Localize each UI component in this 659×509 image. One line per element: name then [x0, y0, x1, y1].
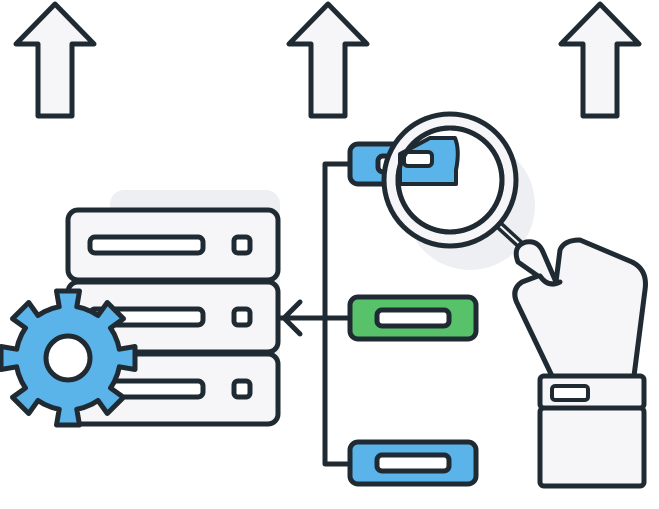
- arrow-left-icon: [281, 299, 303, 337]
- arrow-up-icon: [13, 1, 97, 119]
- server-light: [231, 378, 253, 400]
- data-node-icon: [347, 294, 479, 342]
- connector-lines: [277, 161, 353, 467]
- arrow-up-icon: [558, 1, 642, 119]
- gear-icon: [0, 288, 138, 428]
- server-slot: [87, 234, 206, 256]
- arrow-up-icon: [286, 1, 370, 119]
- server-light: [231, 306, 253, 328]
- data-node-icon: [347, 439, 479, 487]
- server-light: [231, 234, 253, 256]
- hand-icon: [512, 237, 648, 489]
